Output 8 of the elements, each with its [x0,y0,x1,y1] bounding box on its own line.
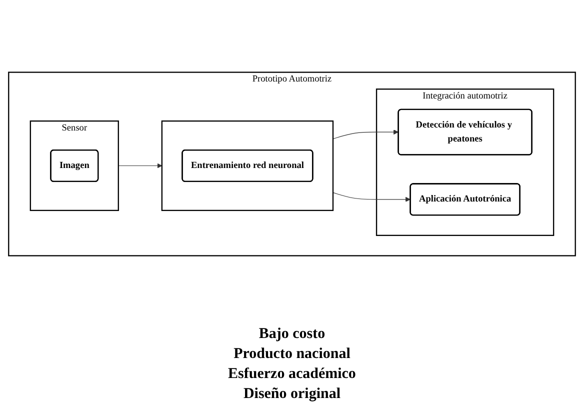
note-text: Esfuerzo académico [228,365,356,384]
cluster [161,120,334,212]
arrow [332,192,411,202]
note-text: Diseño original [243,385,341,404]
note-text: Bajo costo [258,325,326,344]
note-text: Producto nacional [234,345,350,364]
arrow [118,163,162,168]
arrow [332,130,399,140]
